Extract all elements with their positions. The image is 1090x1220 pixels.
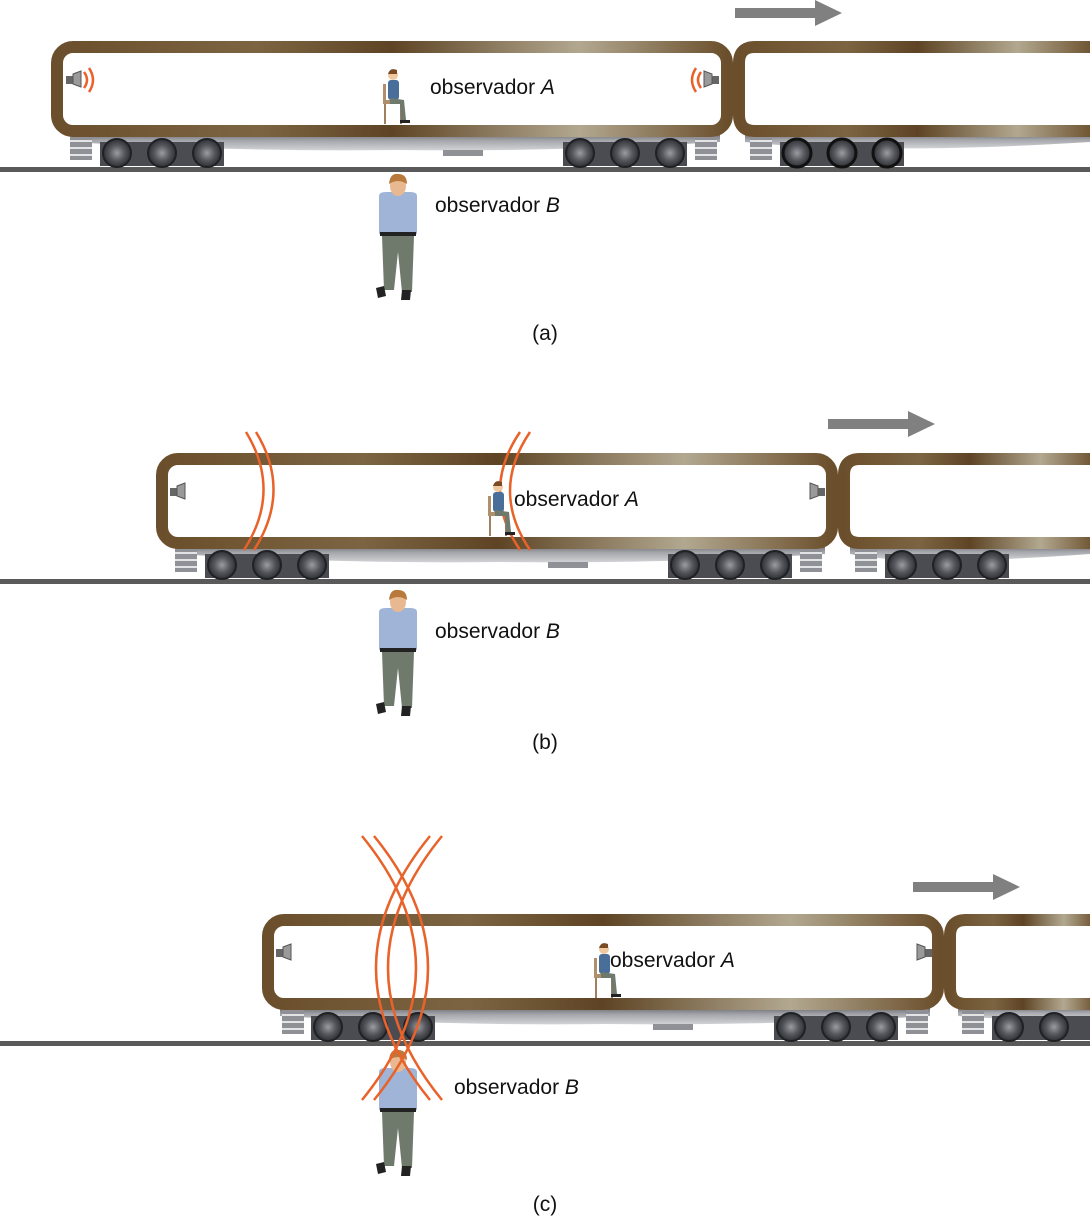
observer-a-figure (383, 69, 410, 124)
train-car-next (733, 41, 1090, 169)
person-icon (383, 69, 410, 124)
observer-a-label: observador A (430, 76, 555, 99)
wheel-icon (207, 550, 790, 580)
light-source-icon (66, 70, 82, 88)
panel-b: observador A observador B (b) (0, 411, 1090, 754)
light-wavefront-left (242, 431, 275, 551)
observer-a-label: observador A (610, 949, 735, 972)
light-source-icon (170, 482, 186, 500)
rail (0, 167, 1090, 172)
observer-b-figure (376, 1049, 417, 1176)
rail (0, 579, 1090, 584)
light-source-icon (703, 70, 719, 88)
light-source-right (690, 67, 719, 93)
train-car-main (262, 914, 944, 1042)
light-source-icon (809, 482, 825, 500)
wheel-icon (102, 138, 685, 168)
light-source-icon (276, 943, 292, 961)
light-source-left (66, 67, 95, 93)
observer-b-figure (376, 589, 417, 716)
observer-b-label: observador B (454, 1076, 579, 1099)
train-car-next (838, 453, 1090, 580)
panel-a: observador A observador B (a) (0, 0, 1090, 345)
person-icon (488, 481, 515, 536)
person-icon (376, 173, 417, 300)
observer-a-figure (594, 943, 621, 998)
light-wavefront-left (361, 835, 430, 1101)
direction-arrow-icon (913, 874, 1020, 900)
wheel-icon (887, 550, 1007, 580)
observer-b-figure (376, 173, 417, 300)
direction-arrow-icon (828, 411, 935, 437)
wheel-icon (781, 137, 903, 169)
wheel-icon (994, 1012, 1069, 1042)
train-car-next (944, 914, 1090, 1042)
observer-a-figure (488, 481, 515, 536)
train-car-main (51, 41, 733, 168)
observer-b-label: observador B (435, 620, 560, 643)
panel-caption: (a) (532, 322, 558, 345)
observer-b-label: observador B (435, 194, 560, 217)
person-icon (376, 1049, 417, 1176)
direction-arrow-icon (735, 0, 842, 26)
panel-caption: (c) (533, 1193, 558, 1216)
rail (0, 1041, 1090, 1046)
panel-caption: (b) (532, 731, 558, 754)
panel-c: observador A observador B (c) (0, 835, 1090, 1216)
person-icon (594, 943, 621, 998)
observer-a-label: observador A (514, 488, 639, 511)
light-wavefront-right (374, 835, 443, 1101)
light-source-icon (916, 943, 932, 961)
person-icon (376, 589, 417, 716)
